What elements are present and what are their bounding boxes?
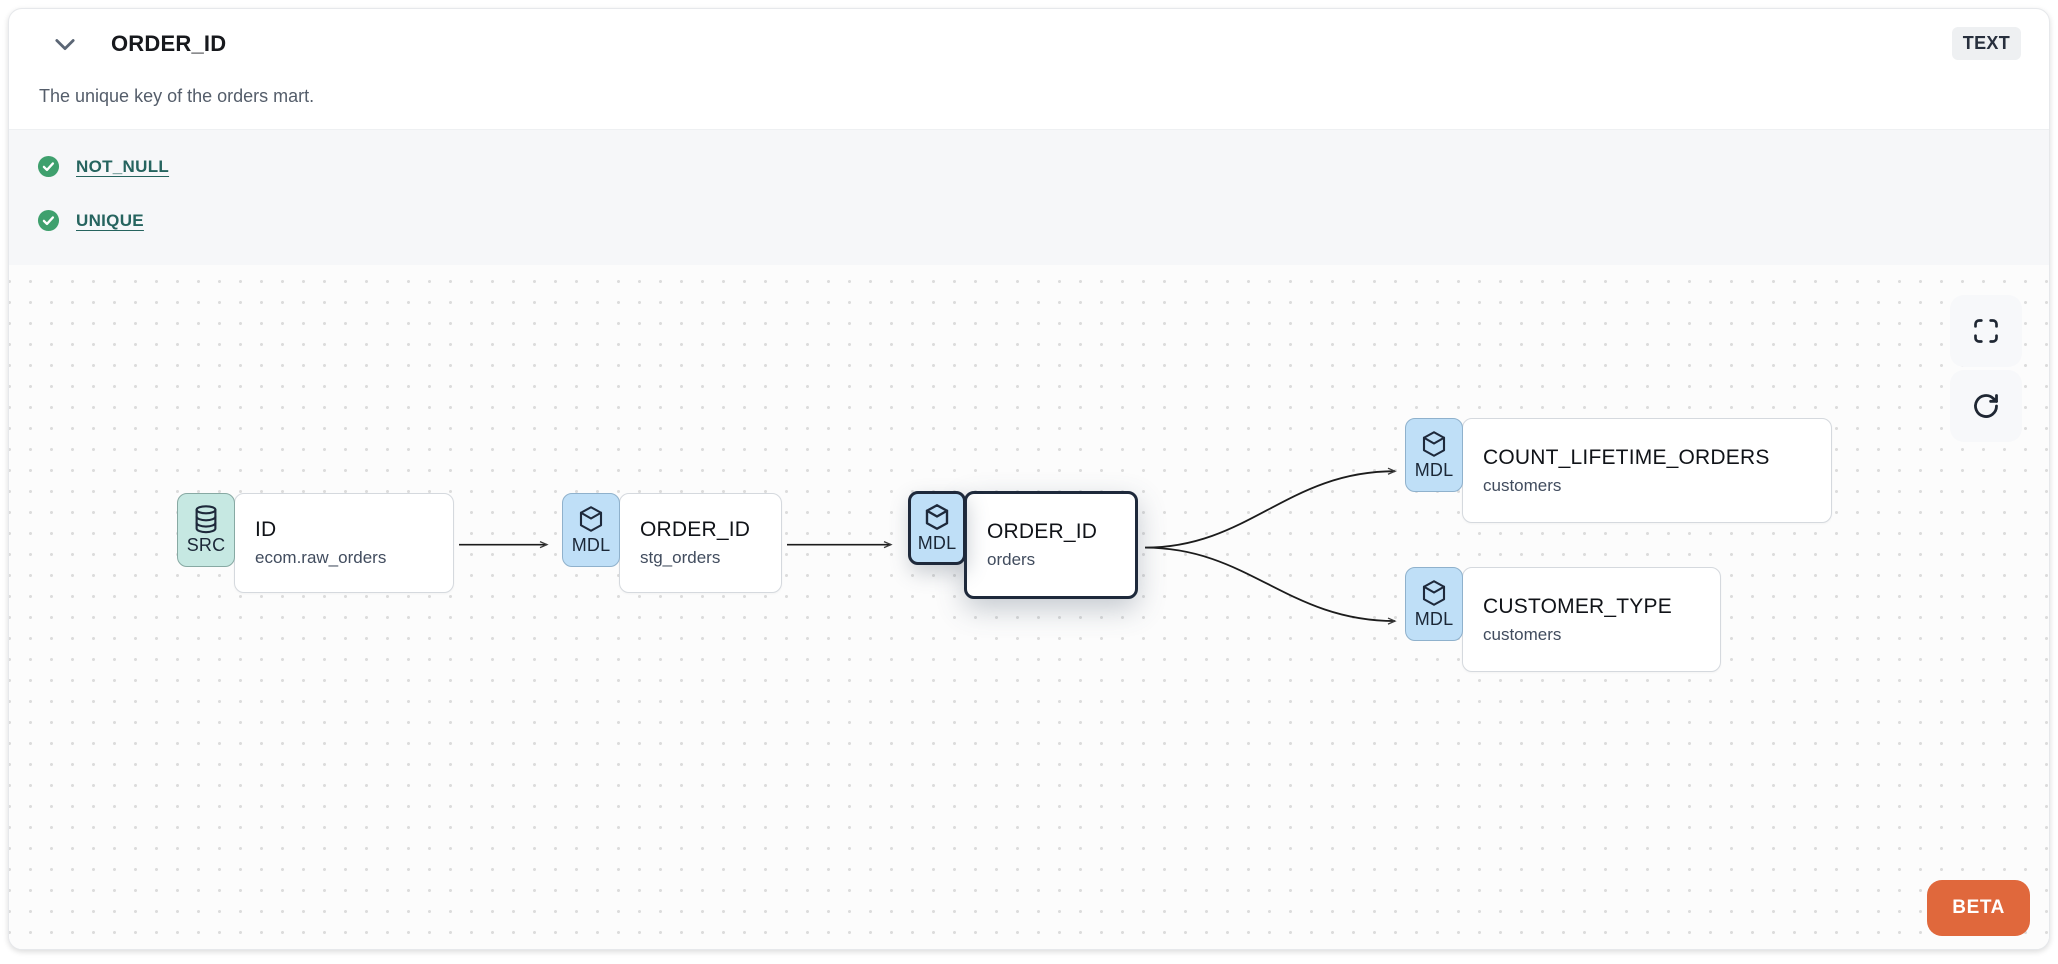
chevron-down-icon[interactable]	[51, 30, 79, 58]
node-name: CUSTOMER_TYPE	[1483, 594, 1672, 618]
check-passed-icon	[37, 155, 60, 178]
node-type-badge: MDL	[1405, 418, 1463, 492]
node-type-badge: MDL	[1405, 567, 1463, 641]
beta-badge: BETA	[1927, 880, 2030, 936]
node-subtitle: customers	[1483, 624, 1562, 644]
check-passed-icon	[37, 209, 60, 232]
lineage-node-customer-type[interactable]: MDL CUSTOMER_TYPE customers	[1405, 567, 1721, 672]
column-type-badge: TEXT	[1951, 27, 2021, 60]
node-type-badge: SRC	[177, 493, 235, 567]
node-subtitle: ecom.raw_orders	[255, 548, 387, 567]
header: ORDER_ID TEXT The unique key of the orde…	[9, 9, 2049, 129]
node-card: ID ecom.raw_orders	[234, 493, 454, 593]
node-card: CUSTOMER_TYPE customers	[1462, 567, 1721, 672]
refresh-icon	[1974, 394, 1998, 418]
node-name: ID	[255, 518, 277, 541]
column-detail-panel: ORDER_ID TEXT The unique key of the orde…	[8, 8, 2050, 950]
node-card: ORDER_ID orders	[964, 491, 1138, 599]
node-name: ORDER_ID	[640, 518, 751, 541]
node-name: ORDER_ID	[987, 520, 1098, 543]
fullscreen-button[interactable]	[1950, 295, 2022, 367]
node-subtitle: orders	[987, 550, 1036, 569]
test-row: NOT_NULL	[37, 150, 2021, 184]
node-card: ORDER_ID stg_orders	[619, 493, 782, 593]
cube-icon	[1422, 580, 1446, 606]
node-name: COUNT_LIFETIME_ORDERS	[1483, 445, 1770, 469]
test-link-unique[interactable]: UNIQUE	[76, 210, 144, 230]
test-link-not-null[interactable]: NOT_NULL	[76, 156, 170, 176]
column-description: The unique key of the orders mart.	[39, 86, 315, 106]
node-subtitle: stg_orders	[640, 548, 721, 567]
cube-icon	[1422, 431, 1446, 457]
cube-icon	[579, 506, 603, 532]
canvas-controls	[1950, 295, 2022, 442]
page-title: ORDER_ID	[111, 30, 227, 56]
lineage-node-count-lifetime-orders[interactable]: MDL COUNT_LIFETIME_ORDERS customers	[1405, 418, 1832, 523]
node-type-badge: MDL	[562, 493, 620, 567]
lineage-canvas[interactable]: SRC ID ecom.raw_orders MDL ORDER_ID stg_…	[9, 265, 2049, 949]
lineage-edges	[459, 467, 1397, 625]
fullscreen-icon	[1974, 319, 1998, 343]
node-subtitle: customers	[1483, 475, 1562, 495]
refresh-button[interactable]	[1950, 370, 2022, 442]
lineage-node-selected[interactable]: MDL ORDER_ID orders	[908, 491, 1138, 599]
test-row: UNIQUE	[37, 204, 2021, 238]
tests-section: NOT_NULL UNIQUE	[9, 129, 2049, 265]
database-icon	[195, 505, 217, 534]
lineage-node-source[interactable]: SRC ID ecom.raw_orders	[177, 493, 454, 593]
cube-icon	[925, 504, 949, 530]
title-row: ORDER_ID TEXT	[37, 27, 2021, 60]
edge	[1144, 467, 1397, 549]
node-type-badge: MDL	[908, 491, 966, 565]
node-card: COUNT_LIFETIME_ORDERS customers	[1462, 418, 1832, 523]
lineage-node-staging[interactable]: MDL ORDER_ID stg_orders	[562, 493, 782, 593]
edge	[1144, 546, 1397, 625]
